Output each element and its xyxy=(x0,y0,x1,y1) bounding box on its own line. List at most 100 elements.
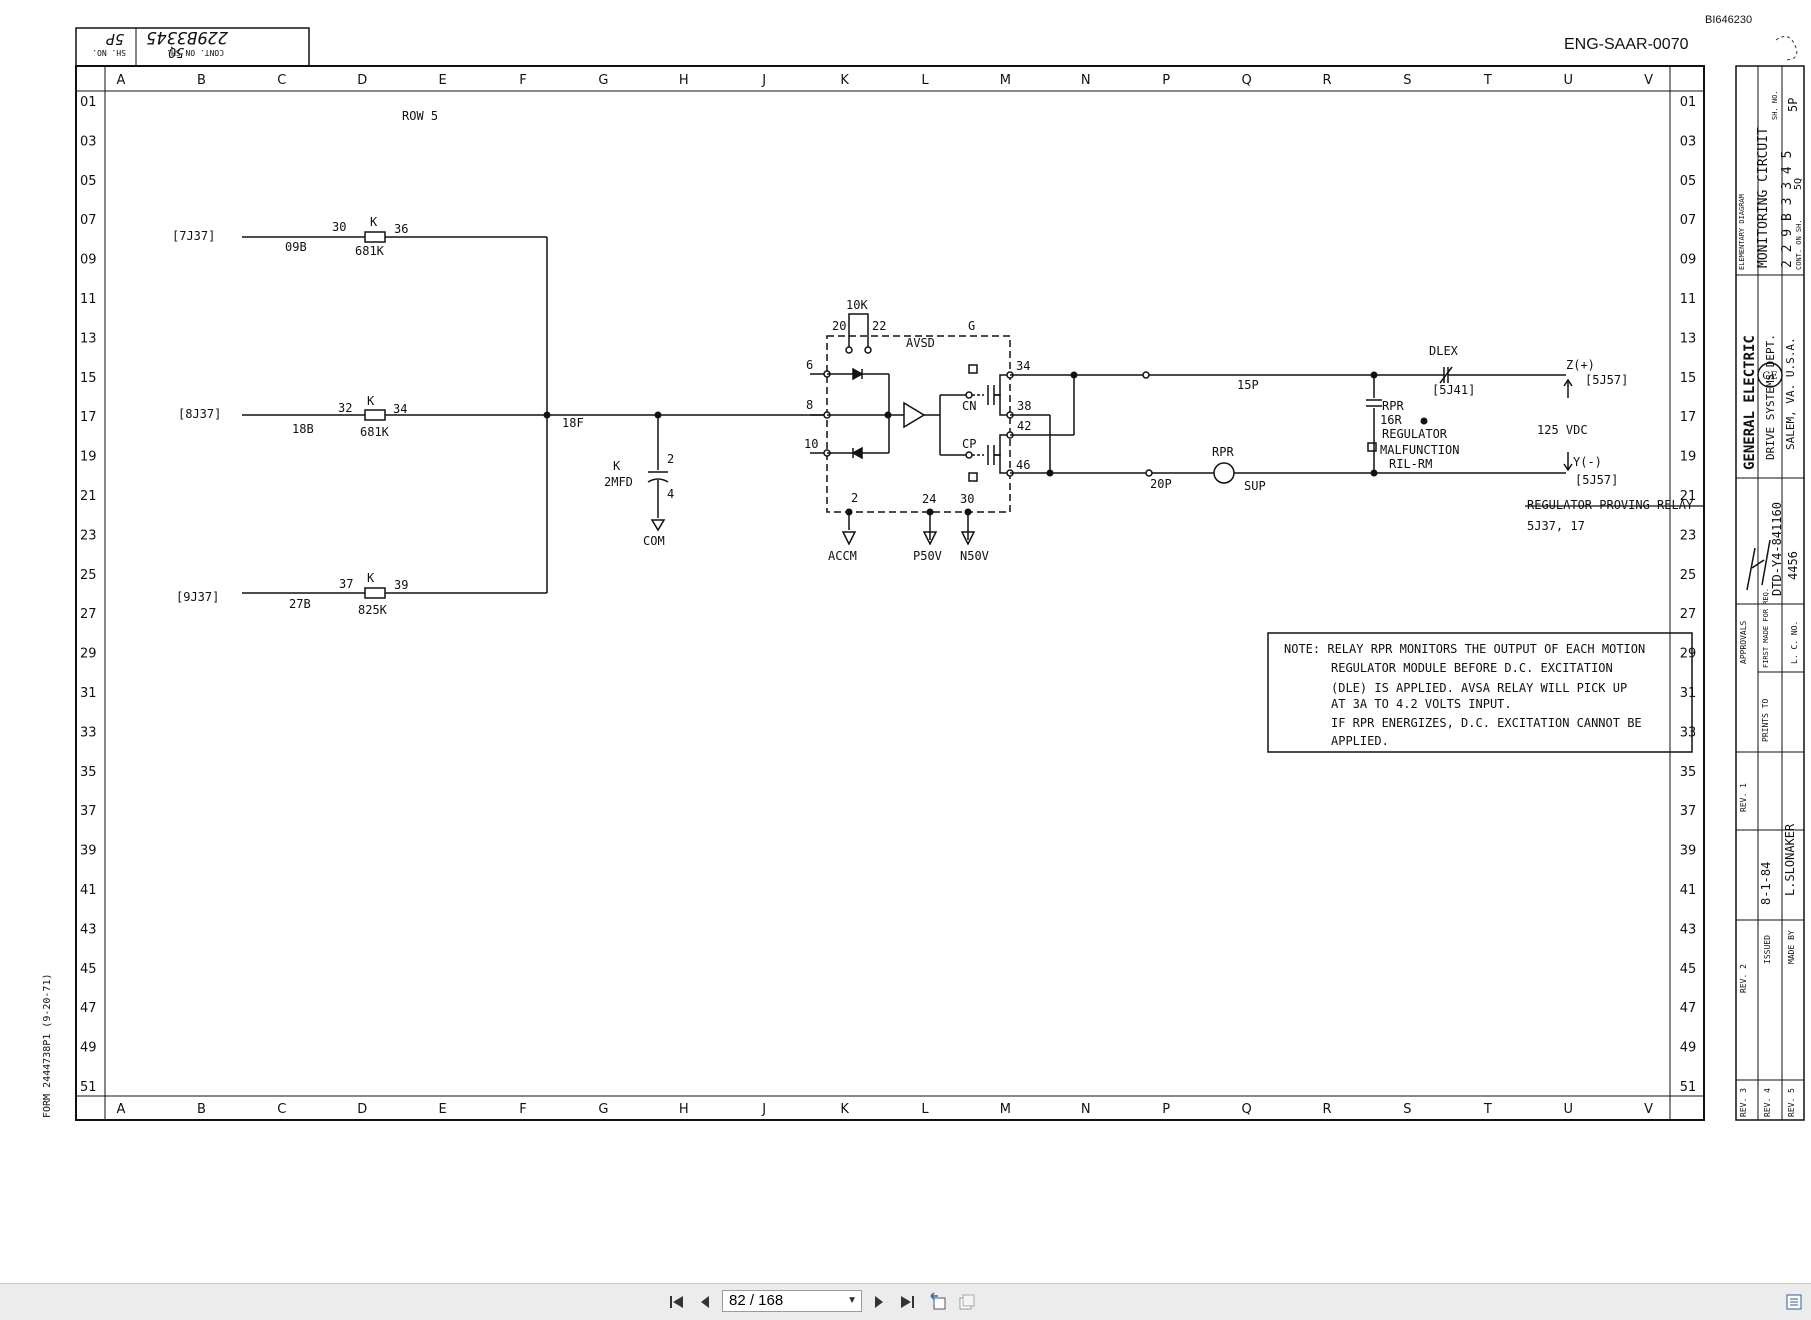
schematic-label: FIRST MADE FOR REQ. xyxy=(1762,588,1770,668)
grid-row-label: 41 xyxy=(1680,883,1697,898)
grid-col-label: K xyxy=(840,73,849,88)
schematic-label: 2MFD xyxy=(604,475,633,489)
schematic-label: REGULATOR xyxy=(1382,427,1448,441)
schematic-label: REV. 4 xyxy=(1763,1088,1772,1117)
schematic-label: RPR xyxy=(1382,399,1404,413)
schematic-label: 39 xyxy=(394,578,408,592)
grid-col-label: F xyxy=(519,73,526,88)
grid-col-label: B xyxy=(197,1102,206,1117)
prev-page-icon[interactable] xyxy=(694,1291,716,1313)
input-7j37: [7J37] xyxy=(172,229,215,243)
rpr-coil-symbol xyxy=(1213,462,1235,484)
first-page-icon[interactable] xyxy=(666,1291,688,1313)
grid-row-label: 49 xyxy=(80,1041,97,1056)
schematic-label: [5J57] xyxy=(1575,473,1618,487)
schematic-label: REV. 3 xyxy=(1739,1088,1748,1117)
next-page-icon[interactable] xyxy=(868,1291,890,1313)
schematic-label: 5J37, 17 xyxy=(1527,519,1585,533)
grid-row-label: 07 xyxy=(80,213,97,228)
go-back-icon[interactable] xyxy=(927,1291,949,1313)
grid-row-label: 11 xyxy=(1680,292,1697,307)
schematic-label: PRINTS TO xyxy=(1761,698,1770,742)
grid-col-label: R xyxy=(1322,1102,1331,1117)
schematic-label: [5J41] xyxy=(1432,383,1475,397)
document-panel-icon[interactable] xyxy=(1783,1291,1805,1313)
grid-row-label: 27 xyxy=(80,607,97,622)
schematic-label: 5Q xyxy=(168,44,184,59)
grid-row-label: 37 xyxy=(80,804,97,819)
grid-col-label: J xyxy=(761,73,766,88)
grid-col-label: B xyxy=(197,73,206,88)
schematic-label: K xyxy=(613,459,621,473)
grid-col-label: D xyxy=(357,1102,367,1117)
schematic-label: 32 xyxy=(338,401,352,415)
avsd-module-box xyxy=(826,335,1011,513)
go-forward-icon[interactable] xyxy=(956,1291,978,1313)
grid-row-label: 35 xyxy=(1680,765,1697,780)
grid-row-label: 17 xyxy=(80,410,97,425)
last-page-icon[interactable] xyxy=(896,1291,918,1313)
schematic-label: DTD-Y4-841160 xyxy=(1770,502,1784,596)
grid-row-label: 23 xyxy=(80,528,97,543)
grid-col-label: S xyxy=(1403,1102,1411,1117)
grid-col-label: Q xyxy=(1241,1102,1251,1117)
cont-box xyxy=(75,27,310,67)
schematic-label: 30 xyxy=(332,220,346,234)
schematic-label: 36 xyxy=(394,222,408,236)
schematic-label: 681K xyxy=(355,244,385,258)
title-monitoring-circuit: MONITORING CIRCUIT xyxy=(1756,127,1771,268)
grid-row-label: 39 xyxy=(80,844,97,859)
doc-id: BI646230 xyxy=(1705,14,1752,26)
schematic-label: ELEMENTARY DIAGRAM xyxy=(1738,194,1746,270)
schematic-label: K xyxy=(367,571,375,585)
schematic-label: MALFUNCTION xyxy=(1380,443,1459,457)
schematic-label: 38 xyxy=(1017,399,1031,413)
schematic-label: 30 xyxy=(960,492,974,506)
grid-row-label: 05 xyxy=(80,174,97,189)
chevron-down-icon[interactable]: ▼ xyxy=(847,1295,857,1306)
schematic-label: ISSUED xyxy=(1763,935,1772,964)
schematic-label: DRIVE SYSTEMS DEPT. xyxy=(1764,334,1777,460)
page-indicator: 82 / 168 xyxy=(729,1292,784,1309)
schematic-label: 24 xyxy=(922,492,936,506)
grid-row-label: 21 xyxy=(1680,489,1697,504)
dlex-label: DLEX xyxy=(1429,344,1459,358)
schematic-label: 22 xyxy=(872,319,886,333)
grid-col-label: H xyxy=(679,73,689,88)
grid-col-label: G xyxy=(598,1102,608,1117)
schematic-label: RIL-RM xyxy=(1389,457,1432,471)
grid-col-label: F xyxy=(519,1102,526,1117)
grid-col-label: U xyxy=(1563,1102,1573,1117)
schematic-label: SH. NO. xyxy=(1771,90,1779,120)
grid-row-label: 37 xyxy=(1680,804,1697,819)
grid-row-label: 27 xyxy=(1680,607,1697,622)
grid-col-label: V xyxy=(1644,73,1653,88)
grid-row-label: 15 xyxy=(1680,371,1697,386)
amplifier-symbol xyxy=(903,401,926,429)
grid-col-label: C xyxy=(277,73,286,88)
grid-row-label: 29 xyxy=(80,647,97,662)
drawing-ref: ENG-SAAR-0070 xyxy=(1564,36,1689,53)
page-number-input[interactable]: 82 / 168 ▼ xyxy=(722,1290,862,1312)
schematic-label: GE xyxy=(1762,371,1777,382)
grid-row-label: 03 xyxy=(80,134,97,149)
grid-col-label: S xyxy=(1403,73,1411,88)
schematic-label: 125 VDC xyxy=(1537,423,1588,437)
resistor-30-36 xyxy=(364,231,386,243)
grid-row-label: 09 xyxy=(80,253,97,268)
row-label: ROW 5 xyxy=(402,109,438,123)
grid-col-label: R xyxy=(1322,73,1331,88)
sheet-border xyxy=(75,65,1705,1121)
schematic-label: SH. NO. xyxy=(92,48,126,57)
schematic-label: MADE BY xyxy=(1787,930,1796,964)
schematic-label: 20P xyxy=(1150,477,1172,491)
schematic-label: 5P xyxy=(106,30,124,48)
grid-col-label: A xyxy=(117,1102,126,1117)
schematic-label: CONT. ON SH. xyxy=(166,48,224,57)
schematic-label: CP xyxy=(962,437,976,451)
grid-col-label: T xyxy=(1483,1102,1492,1117)
rpr-coil-label: RPR xyxy=(1212,445,1234,459)
input-9j37: [9J37] xyxy=(176,590,219,604)
grid-row-label: 25 xyxy=(1680,568,1697,583)
